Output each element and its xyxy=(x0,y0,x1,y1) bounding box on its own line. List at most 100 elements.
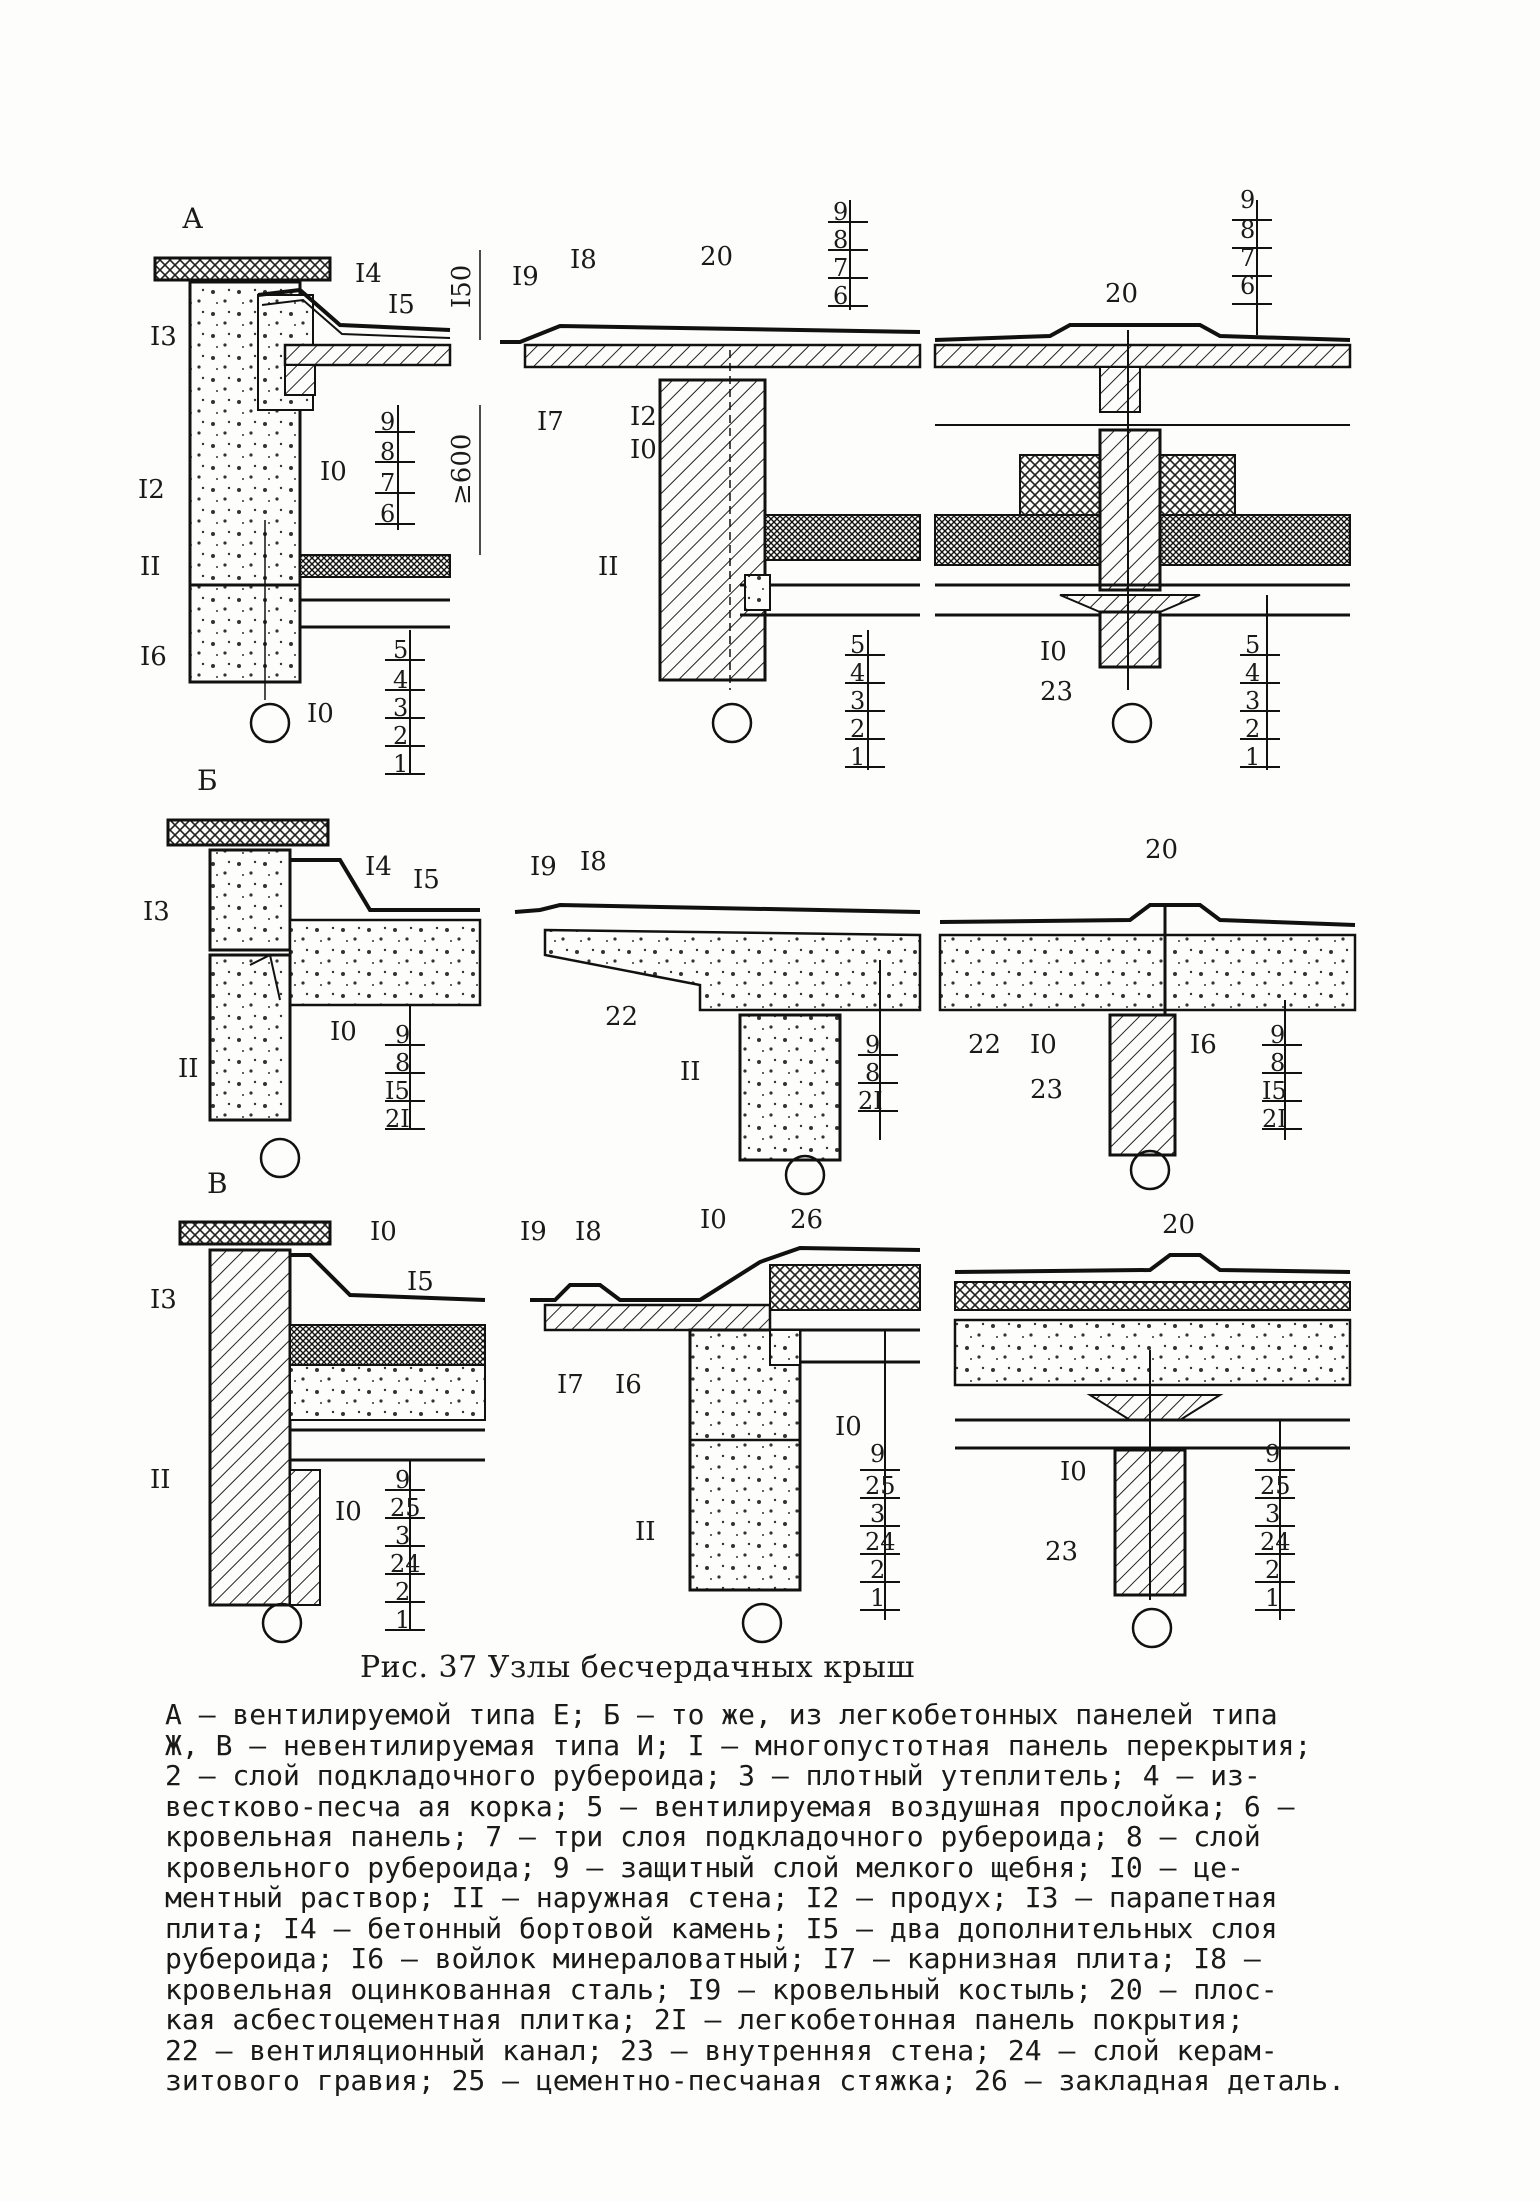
label-11: II xyxy=(150,1465,171,1495)
layer-6: 6 xyxy=(833,282,848,310)
label-16: I6 xyxy=(140,642,167,672)
section-c-letter: В xyxy=(207,1167,228,1200)
label-15: I5 xyxy=(388,290,415,320)
layer-4: 4 xyxy=(393,666,408,694)
layer-3: 3 xyxy=(1245,687,1260,715)
label-18: I8 xyxy=(580,847,607,877)
legend-line: А – вентилируемой типа Е; Б – то же, из … xyxy=(165,1698,1278,1731)
label-19: I9 xyxy=(520,1217,547,1247)
layer-2: 2 xyxy=(1265,1556,1280,1584)
detail-c1: 9 25 3 24 2 1 I3 I0 I5 II I0 xyxy=(150,1217,486,1644)
figure-legend: А – вентилируемой типа Е; Б – то же, из … xyxy=(165,1698,1465,2097)
legend-line: кровельного рубероида; 9 – защитный слой… xyxy=(165,1850,1244,1884)
detail-a1: I50 ≥600 9 8 7 6 5 xyxy=(138,250,481,778)
layer-9: 9 xyxy=(1270,1021,1285,1049)
layer-stack-c1: 9 25 3 24 2 1 xyxy=(385,1460,425,1634)
legend-line: кровельная панель; 7 – три слоя подкладо… xyxy=(165,1820,1261,1853)
label-11: II xyxy=(598,552,619,582)
legend-line: ментный раствор; II – наружная стена; I2… xyxy=(165,1881,1278,1914)
layer-4: 4 xyxy=(1245,659,1260,687)
layer-3: 3 xyxy=(1265,1500,1280,1528)
detail-b1: 9 8 I5 2I I3 I4 I5 I0 II xyxy=(143,818,482,1179)
label-10: I0 xyxy=(1030,1030,1057,1060)
label-10: I0 xyxy=(1060,1457,1087,1487)
dim-600: ≥600 xyxy=(447,434,477,505)
label-23: 23 xyxy=(1040,677,1073,707)
layer-3: 3 xyxy=(395,1522,410,1550)
layer-1: 1 xyxy=(870,1584,885,1612)
legend-line: Ж, В – невентилируемая типа И; I – много… xyxy=(165,1728,1312,1762)
layer-24: 24 xyxy=(865,1528,896,1556)
legend-line: 2 – слой подкладочного рубероида; 3 – пл… xyxy=(165,1759,1261,1792)
detail-a3: 9 8 7 6 5 4 3 2 1 20 I0 23 xyxy=(933,186,1352,771)
label-12: I2 xyxy=(630,402,657,432)
layer-stack-b2: 9 8 2I xyxy=(858,960,898,1140)
layer-8: 8 xyxy=(1270,1049,1285,1077)
layer-stack-a2-bottom: 5 4 3 2 1 xyxy=(845,630,885,771)
layer-6: 6 xyxy=(1240,272,1255,300)
label-11: II xyxy=(140,552,161,582)
layer-9: 9 xyxy=(380,408,395,436)
layer-25: 25 xyxy=(865,1472,896,1500)
legend-line: рубероида; I6 – войлок минераловатный; I… xyxy=(165,1942,1261,1975)
layer-stack-b1: 9 8 I5 2I xyxy=(385,1005,425,1133)
section-b-letter: Б xyxy=(197,764,218,797)
layer-3: 3 xyxy=(393,694,408,722)
label-19: I9 xyxy=(530,852,557,882)
layer-2: 2 xyxy=(1245,715,1260,743)
detail-b2: 9 8 2I I9 I8 22 II xyxy=(514,847,922,1196)
layer-7: 7 xyxy=(1240,244,1255,272)
label-10: I0 xyxy=(630,435,657,465)
legend-line: плита; I4 – бетонный бортовой камень; I5… xyxy=(165,1911,1278,1945)
label-17: I7 xyxy=(557,1370,584,1400)
layer-8: 8 xyxy=(833,226,848,254)
layer-8: 8 xyxy=(1240,216,1255,244)
label-10: I0 xyxy=(1040,637,1067,667)
label-20: 20 xyxy=(1145,835,1178,865)
label-13: I3 xyxy=(150,322,177,352)
label-16: I6 xyxy=(1190,1030,1217,1060)
section-a: А I50 ≥600 xyxy=(138,186,1352,778)
layer-24: 24 xyxy=(390,1550,421,1578)
label-18: I8 xyxy=(575,1217,602,1247)
layer-stack-a3-top: 9 8 7 6 xyxy=(1232,186,1272,335)
legend-line: зитового гравия; 25 – цементно-песчаная … xyxy=(165,2064,1346,2097)
layer-5: 5 xyxy=(850,631,865,659)
layer-1: 1 xyxy=(850,743,865,771)
layer-1: 1 xyxy=(393,750,408,778)
layer-9: 9 xyxy=(1265,1440,1280,1468)
layer-stack-c3: 9 25 3 24 2 1 xyxy=(1255,1420,1295,1620)
layer-stack-c2: 9 25 3 24 2 1 xyxy=(860,1330,900,1620)
label-13: I3 xyxy=(150,1285,177,1315)
figure-caption: Рис. 37 Узлы бесчердачных крыш xyxy=(360,1650,915,1685)
layer-7: 7 xyxy=(833,254,848,282)
layer-9: 9 xyxy=(870,1440,885,1468)
label-14: I4 xyxy=(355,259,382,289)
layer-21: 2I xyxy=(858,1087,883,1115)
label-15: I5 xyxy=(413,865,440,895)
layer-7: 7 xyxy=(380,469,395,497)
layer-stack-a3-bottom: 5 4 3 2 1 xyxy=(1240,595,1280,771)
layer-21: 2I xyxy=(1262,1105,1287,1133)
layer-1: 1 xyxy=(1245,743,1260,771)
layer-8: 8 xyxy=(395,1049,410,1077)
layer-4: 4 xyxy=(850,659,865,687)
label-13: I3 xyxy=(143,897,170,927)
layer-stack-a1-top: 9 8 7 6 xyxy=(375,405,415,530)
label-22: 22 xyxy=(968,1030,1001,1060)
label-10: I0 xyxy=(330,1017,357,1047)
layer-2: 2 xyxy=(850,715,865,743)
layer-1: 1 xyxy=(1265,1584,1280,1612)
layer-25: 25 xyxy=(390,1494,421,1522)
label-10: I0 xyxy=(700,1205,727,1235)
label-26: 26 xyxy=(790,1205,823,1235)
label-19: I9 xyxy=(512,262,539,292)
label-11: II xyxy=(680,1057,701,1087)
section-a-letter: А xyxy=(182,202,203,235)
label-11: II xyxy=(635,1517,656,1547)
label-12: I2 xyxy=(138,475,165,505)
layer-2: 2 xyxy=(395,1578,410,1606)
label-20: 20 xyxy=(1105,279,1138,309)
layer-5: 5 xyxy=(393,636,408,664)
layer-stack-a2-top: 9 8 7 6 xyxy=(828,198,868,310)
